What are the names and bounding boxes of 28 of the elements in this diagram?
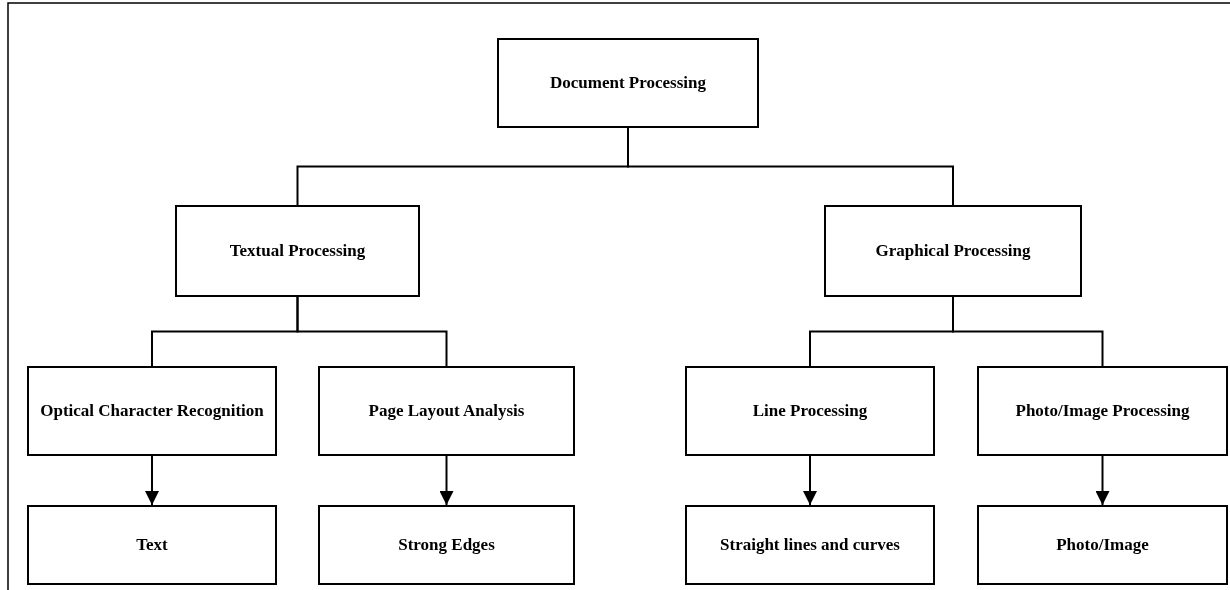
- process-box: [685, 366, 935, 456]
- connector-line: [296, 296, 448, 367]
- process-box: [685, 505, 935, 585]
- process-box: [27, 505, 277, 585]
- connector-line: [952, 296, 1104, 367]
- box-label: Text: [136, 533, 168, 556]
- box-label: Photo/Image Processing: [1015, 399, 1190, 422]
- box-label: Textual Processing: [229, 239, 366, 262]
- process-box: [27, 366, 277, 456]
- process-box: [318, 505, 575, 585]
- box-label: Straight lines and curves: [720, 533, 900, 556]
- box-label: Strong Edges: [398, 533, 495, 556]
- process-box: [824, 205, 1082, 297]
- box-label: Line Processing: [752, 399, 868, 422]
- arrow: [803, 455, 817, 506]
- arrow: [145, 455, 159, 506]
- box-label: Page Layout Analysis: [368, 399, 525, 422]
- process-box: [497, 38, 759, 128]
- process-box: [318, 366, 575, 456]
- box-label: Photo/Image: [1056, 533, 1149, 556]
- box-label: Optical Character Recognition: [40, 399, 264, 422]
- box-label: Graphical Processing: [875, 239, 1031, 262]
- arrow: [439, 455, 454, 506]
- box-label: Document Processing: [550, 71, 706, 94]
- process-box: [977, 366, 1228, 456]
- arrow: [1095, 455, 1110, 506]
- process-box: [977, 505, 1228, 585]
- process-box: [175, 205, 420, 297]
